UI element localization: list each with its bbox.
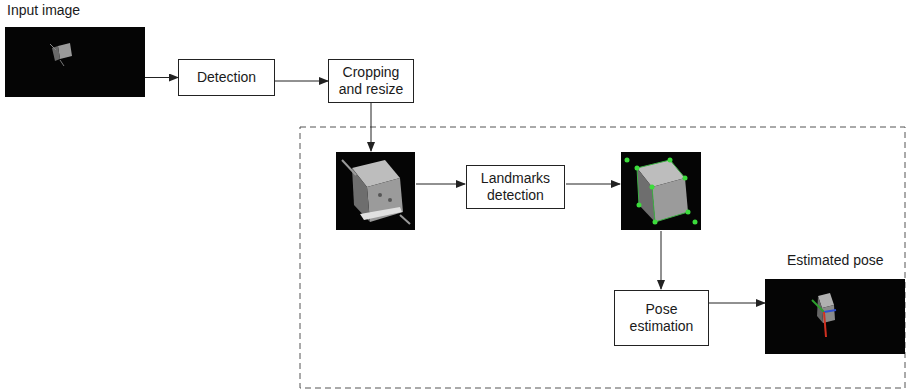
estimated-pose-image: [765, 279, 905, 354]
process-box: Detection: [178, 59, 275, 96]
box-label: Landmarks detection: [473, 170, 558, 204]
landmarks-image: [621, 152, 701, 230]
process-box: Pose estimation: [614, 290, 709, 346]
process-box: Cropping and resize: [328, 59, 414, 103]
image-node: Input image: [5, 2, 145, 97]
image-heading: Estimated pose: [785, 252, 886, 269]
cropped-image: [336, 152, 415, 230]
box-label: Pose estimation: [621, 301, 702, 335]
box-label: Cropping and resize: [335, 64, 407, 98]
arrow-connector: [275, 81, 328, 82]
arrow-connector: [145, 77, 178, 78]
box-label: Detection: [197, 69, 256, 86]
dashed-region: [300, 127, 905, 388]
input-image: [5, 27, 145, 97]
image-node: Estimated pose: [765, 252, 905, 354]
flow-arrows: [371, 97, 661, 289]
arrow-connector: [709, 303, 765, 304]
image-heading: Input image: [5, 2, 82, 19]
process-box: Landmarks detection: [466, 165, 565, 209]
